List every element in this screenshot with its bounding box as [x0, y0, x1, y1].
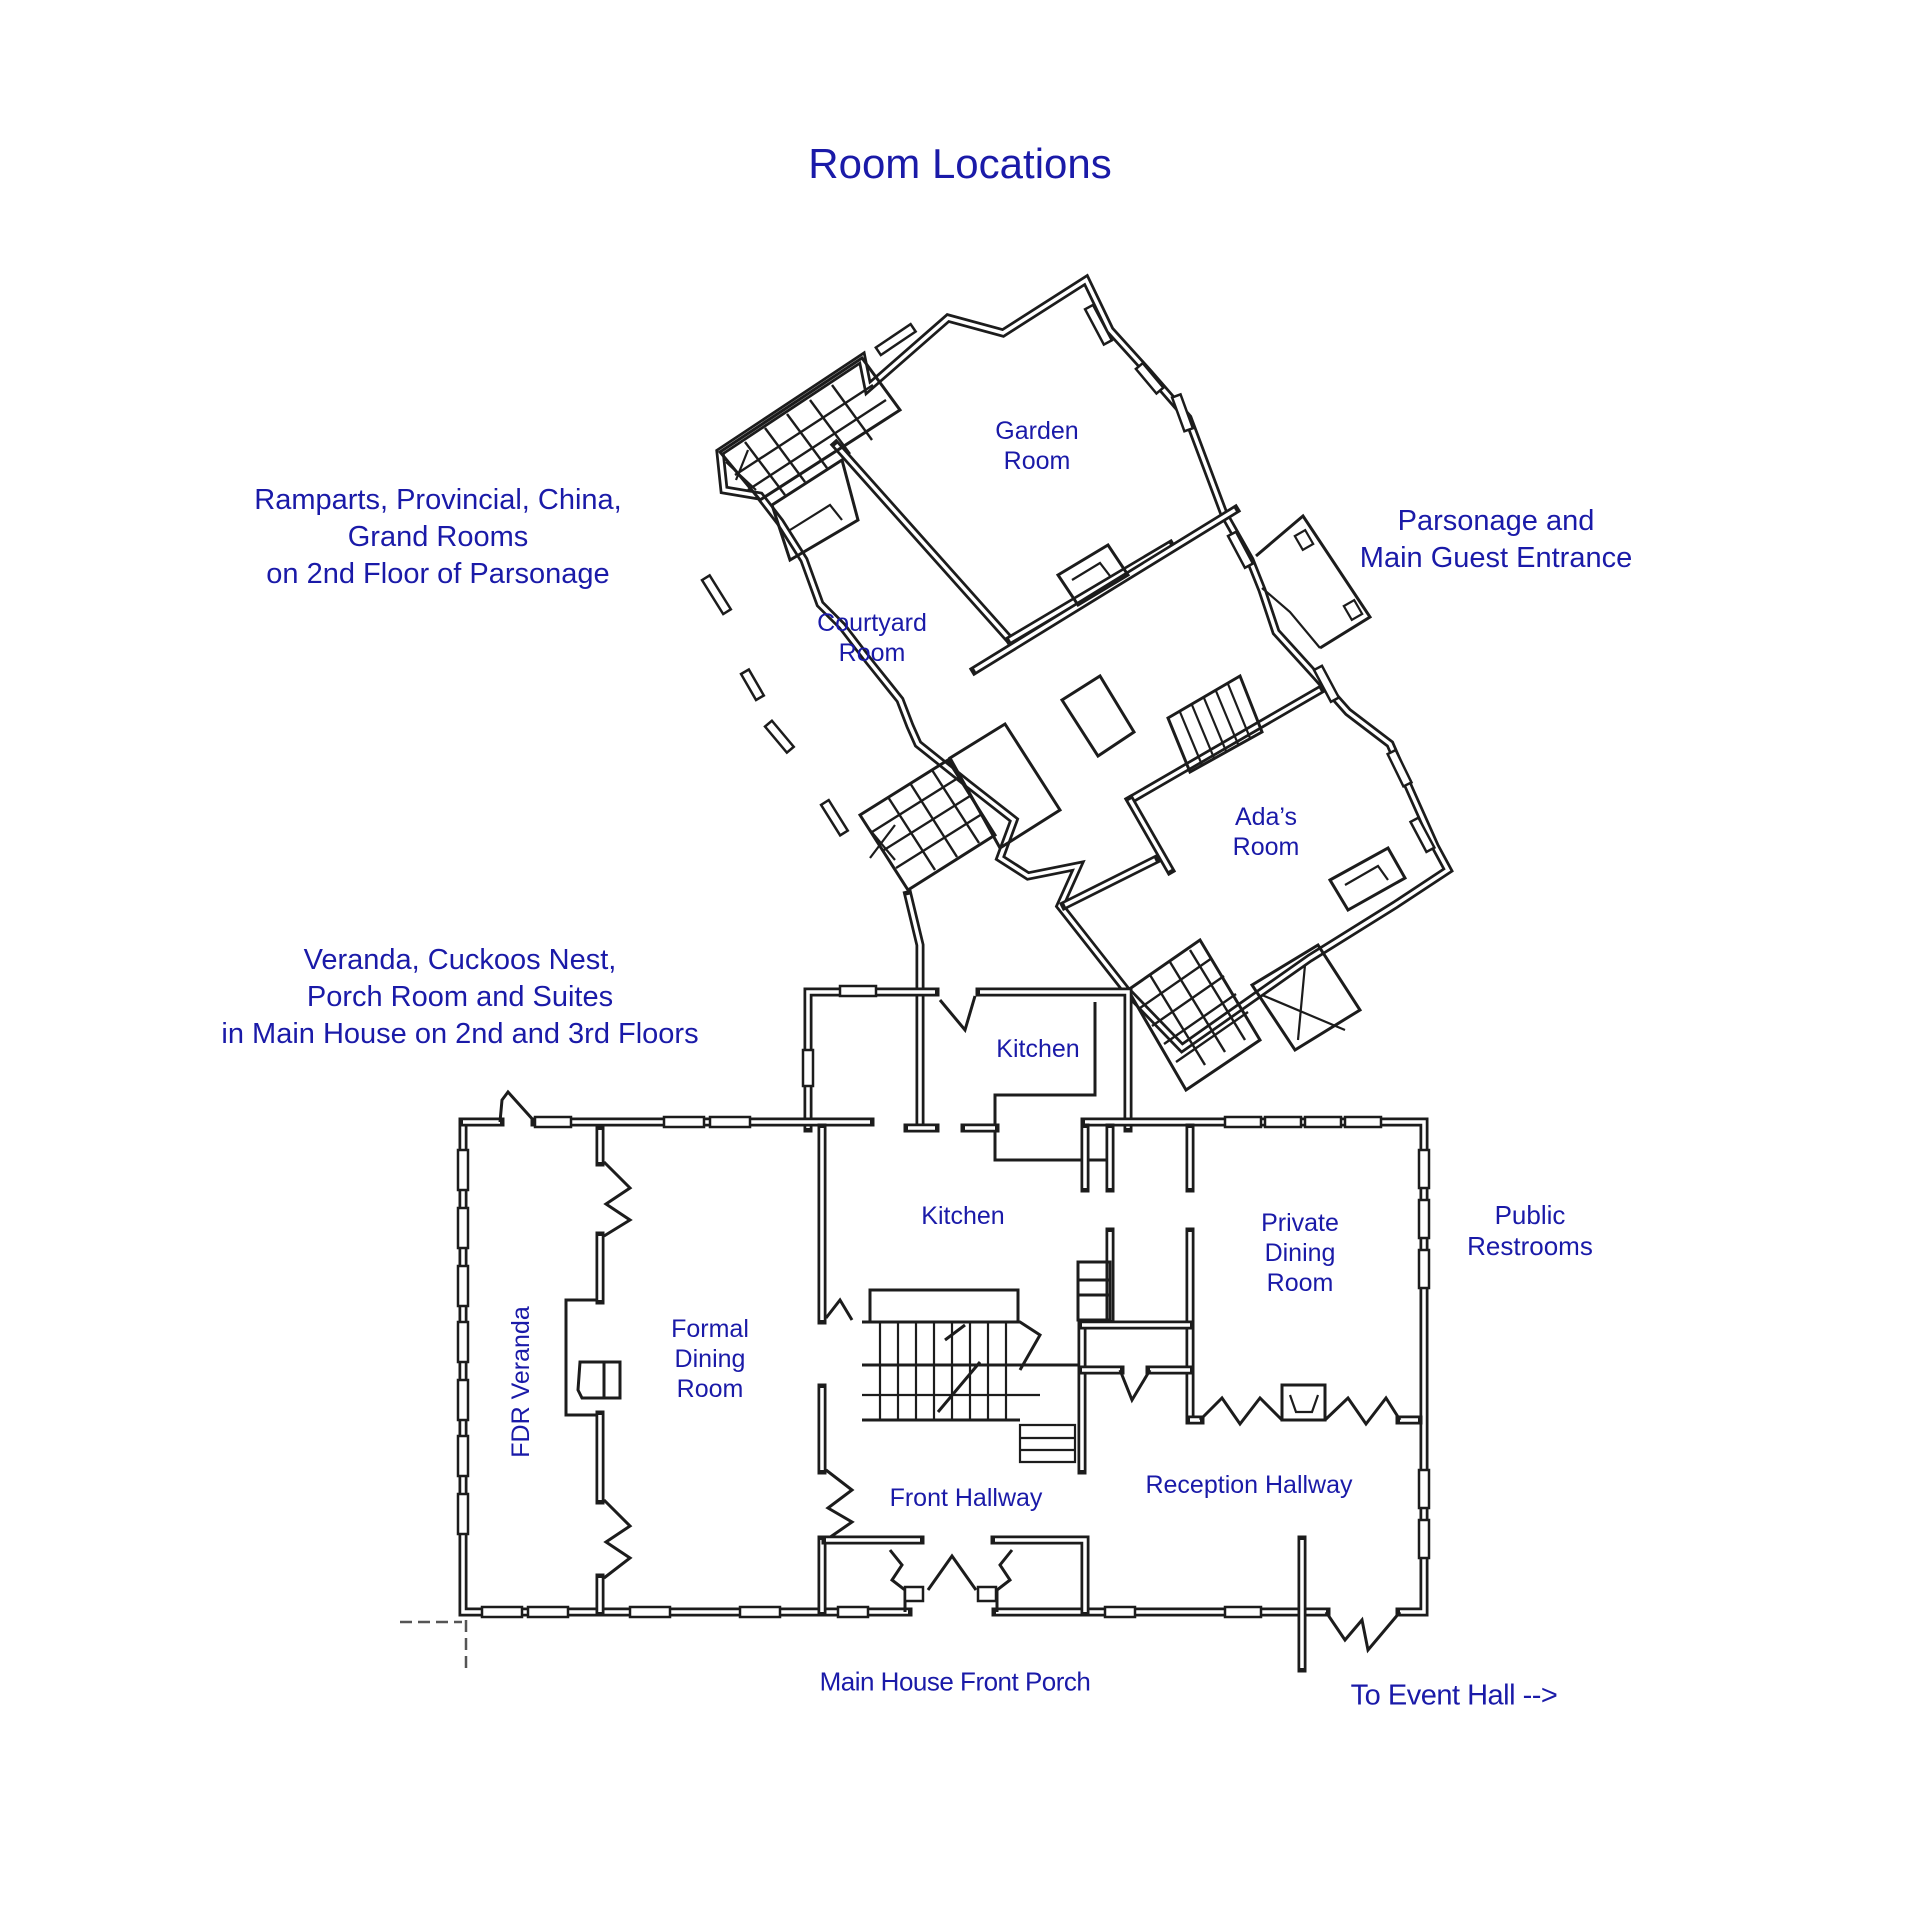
label-front-hallway: Front Hallway [889, 1484, 1043, 1512]
label-line: Room [1232, 833, 1300, 861]
label-garden-room: Garden Room [995, 416, 1078, 476]
note-line: Grand Rooms [347, 520, 529, 553]
label-line: Restrooms [1467, 1231, 1593, 1261]
note-line: Porch Room and Suites [306, 980, 614, 1013]
label-line: Public [1494, 1199, 1566, 1230]
note-parsonage-second-floor: Ramparts, Provincial, China, Grand Rooms… [254, 482, 621, 592]
label-private-dining-room: Private Dining Room [1261, 1208, 1339, 1298]
note-line: in Main House on 2nd and 3rd Floors [221, 1017, 699, 1050]
page-title: Room Locations [808, 140, 1112, 187]
label-adas-room: Ada’s Room [1233, 802, 1300, 862]
label-line: Room [1003, 447, 1071, 475]
note-parsonage-entrance: Parsonage and Main Guest Entrance [1360, 503, 1632, 577]
label-line: Garden [995, 417, 1079, 445]
label-line: Private [1261, 1209, 1339, 1237]
label-kitchen-annex: Kitchen [996, 1035, 1080, 1063]
label-line: Room [838, 639, 906, 667]
note-line: Veranda, Cuckoos Nest, [303, 943, 617, 976]
label-formal-dining-room: Formal Dining Room [671, 1314, 749, 1404]
note-line: Ramparts, Provincial, China, [254, 483, 622, 516]
label-line: Dining [674, 1345, 746, 1373]
label-line: Ada’s [1234, 803, 1298, 831]
note-line: Main Guest Entrance [1359, 542, 1633, 574]
label-front-porch: Main House Front Porch [819, 1666, 1091, 1697]
main-house-building [400, 984, 1431, 1673]
label-public-restrooms: Public Restrooms [1467, 1200, 1593, 1262]
note-main-house-upper-floors: Veranda, Cuckoos Nest, Porch Room and Su… [221, 942, 698, 1052]
label-line: Room [676, 1375, 744, 1403]
label-fdr-veranda: FDR Veranda [507, 1306, 535, 1458]
label-line: Room [1266, 1269, 1334, 1297]
label-courtyard-room: Courtyard Room [817, 608, 927, 668]
note-line: on 2nd Floor of Parsonage [266, 557, 610, 590]
label-reception-hallway: Reception Hallway [1145, 1471, 1353, 1499]
label-kitchen: Kitchen [921, 1202, 1005, 1230]
parsonage-building [700, 273, 1454, 1133]
label-line: Dining [1264, 1239, 1336, 1267]
label-line: Courtyard [817, 609, 927, 637]
label-line: Formal [671, 1315, 749, 1343]
note-line: Parsonage and [1397, 505, 1595, 538]
link-event-hall: To Event Hall --> [1350, 1679, 1558, 1712]
